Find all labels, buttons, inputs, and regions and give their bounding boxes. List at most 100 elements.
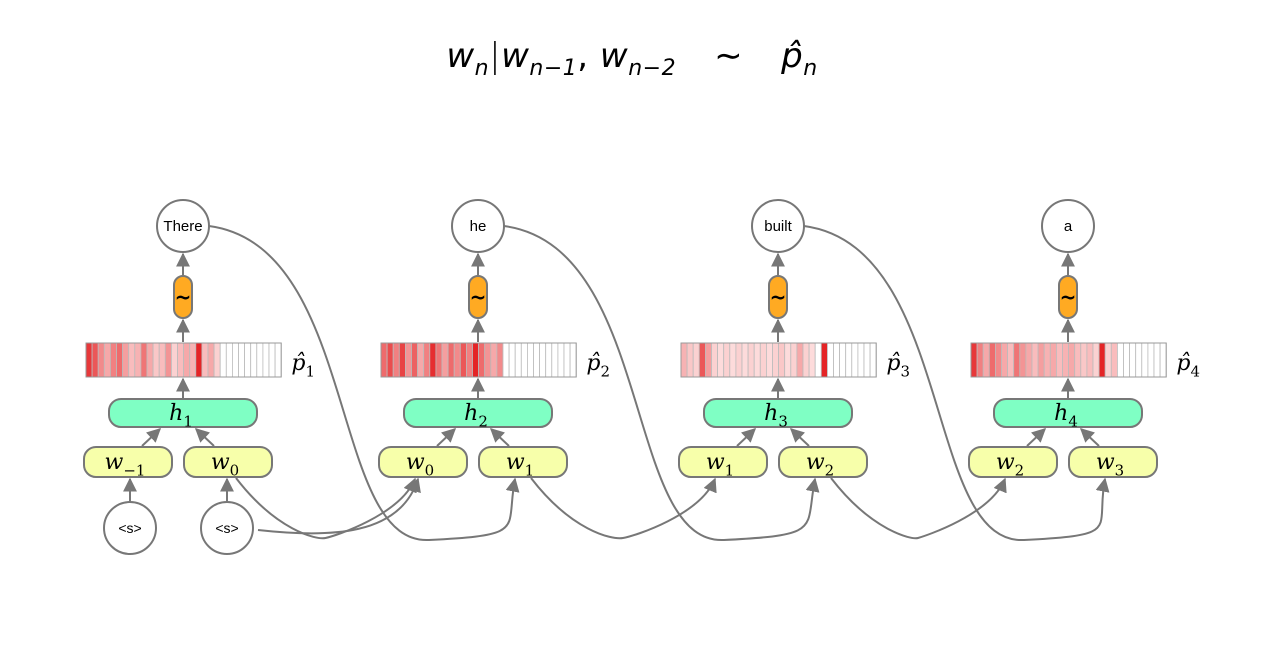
distribution-cell: [447, 342, 455, 378]
distribution-cell: [1068, 342, 1076, 378]
distribution-cell: [411, 342, 418, 378]
hidden-state-label: h3: [764, 401, 788, 431]
title-comma: ,: [577, 36, 589, 76]
input-word-node: [678, 446, 768, 478]
input-to-hidden-arrow: [141, 428, 162, 447]
distribution-cell: [1104, 342, 1112, 378]
distribution-cell: [527, 342, 534, 378]
distribution-cell: [274, 342, 282, 378]
input-word-label-sub: 2: [1015, 462, 1025, 480]
distribution-label-sub: 2: [600, 363, 610, 381]
distribution-cell: [839, 342, 847, 378]
start-token-label: <s>: [118, 520, 141, 536]
distribution-cell: [213, 342, 221, 378]
hidden-state-node: [703, 398, 853, 428]
output-to-next-input-curve: [803, 225, 1110, 542]
distribution-label: p̂2: [586, 351, 610, 381]
distribution-cell: [380, 342, 388, 378]
distribution-cell: [753, 342, 761, 378]
distribution-cell: [1049, 342, 1057, 378]
distribution-cell: [429, 342, 437, 378]
distribution-strip: [970, 342, 1167, 378]
start-token-node: [103, 501, 157, 555]
distribution-cell: [747, 342, 755, 378]
title-w: w: [446, 36, 475, 76]
distribution-label-main: p̂: [291, 351, 305, 376]
distribution-cell: [1086, 342, 1094, 378]
distribution-cell: [398, 342, 406, 378]
title-prev2: n−2: [628, 56, 677, 81]
distribution-cell: [484, 342, 492, 378]
input-word-label-main: w: [996, 450, 1015, 475]
sampler-node: [1058, 275, 1078, 319]
distribution-cell: [1153, 342, 1161, 378]
sampler-tilde: ~: [175, 285, 192, 309]
distribution-cell: [723, 342, 731, 378]
distribution-cell: [164, 342, 172, 378]
distribution-cell: [533, 342, 540, 378]
distribution-cell: [970, 342, 978, 378]
hidden-state-label-sub: 3: [778, 413, 788, 431]
distribution-cell: [711, 342, 718, 378]
output-word-label: a: [1064, 218, 1073, 235]
output-word-node: [1041, 199, 1095, 253]
distribution-cell: [1025, 342, 1033, 378]
input-to-hidden-arrow: [489, 428, 510, 447]
title-w-prev2: w: [599, 36, 629, 76]
hidden-state-label-main: h: [464, 401, 478, 426]
distribution-cell: [808, 342, 816, 378]
start-token-node: [200, 501, 254, 555]
title-prev1: n−1: [529, 56, 578, 81]
distribution-cell: [869, 342, 877, 378]
distribution-cell: [496, 342, 504, 378]
distribution-cell: [1141, 342, 1149, 378]
hidden-state-label-main: h: [764, 401, 778, 426]
hidden-state-label-sub: 4: [1068, 413, 1078, 431]
hidden-state-node: [993, 398, 1143, 428]
distribution-cell: [1092, 342, 1100, 378]
distribution-frame: [680, 342, 877, 378]
sampler-node: [468, 275, 488, 319]
distribution-cell: [988, 342, 996, 378]
output-to-next-input-curve: [503, 225, 820, 542]
distribution-cell: [833, 342, 840, 378]
hidden-state-label-sub: 2: [478, 413, 488, 431]
distribution-cell: [1001, 342, 1008, 378]
distribution-cell: [170, 342, 178, 378]
distribution-cell: [453, 342, 461, 378]
distribution-cell: [478, 342, 486, 378]
distribution-cell: [225, 342, 233, 378]
input-shift-curve: [530, 477, 717, 540]
distribution-cell: [158, 342, 166, 378]
distribution-label-main: p̂: [886, 351, 900, 376]
input-word-label: w2: [806, 450, 834, 480]
input-to-hidden-arrow: [1026, 428, 1047, 447]
distribution-cell: [982, 342, 990, 378]
distribution-cell: [1080, 342, 1088, 378]
distribution-cell: [766, 342, 773, 378]
hidden-state-label: h1: [169, 401, 193, 431]
distribution-label-sub: 3: [900, 363, 910, 381]
distribution-cell: [729, 342, 737, 378]
input-word-label: w−1: [105, 450, 146, 480]
output-word-label: built: [764, 218, 792, 235]
distribution-cell: [490, 342, 498, 378]
distribution-cell: [207, 342, 215, 378]
distribution-cell: [256, 342, 264, 378]
distribution-cell: [459, 342, 467, 378]
distribution-cell: [851, 342, 859, 378]
distribution-cell: [250, 342, 258, 378]
distribution-cell: [827, 342, 834, 378]
distribution-cell: [514, 342, 522, 378]
input-shift-curve: [235, 477, 417, 540]
distribution-cell: [1135, 342, 1143, 378]
distribution-cell: [189, 342, 197, 378]
sampler-node: [768, 275, 788, 319]
title-sim: ∼: [714, 36, 744, 76]
title-given: |: [489, 36, 502, 76]
input-word-node: [1068, 446, 1158, 478]
hidden-state-node: [108, 398, 258, 428]
distribution-strip: [85, 342, 282, 378]
